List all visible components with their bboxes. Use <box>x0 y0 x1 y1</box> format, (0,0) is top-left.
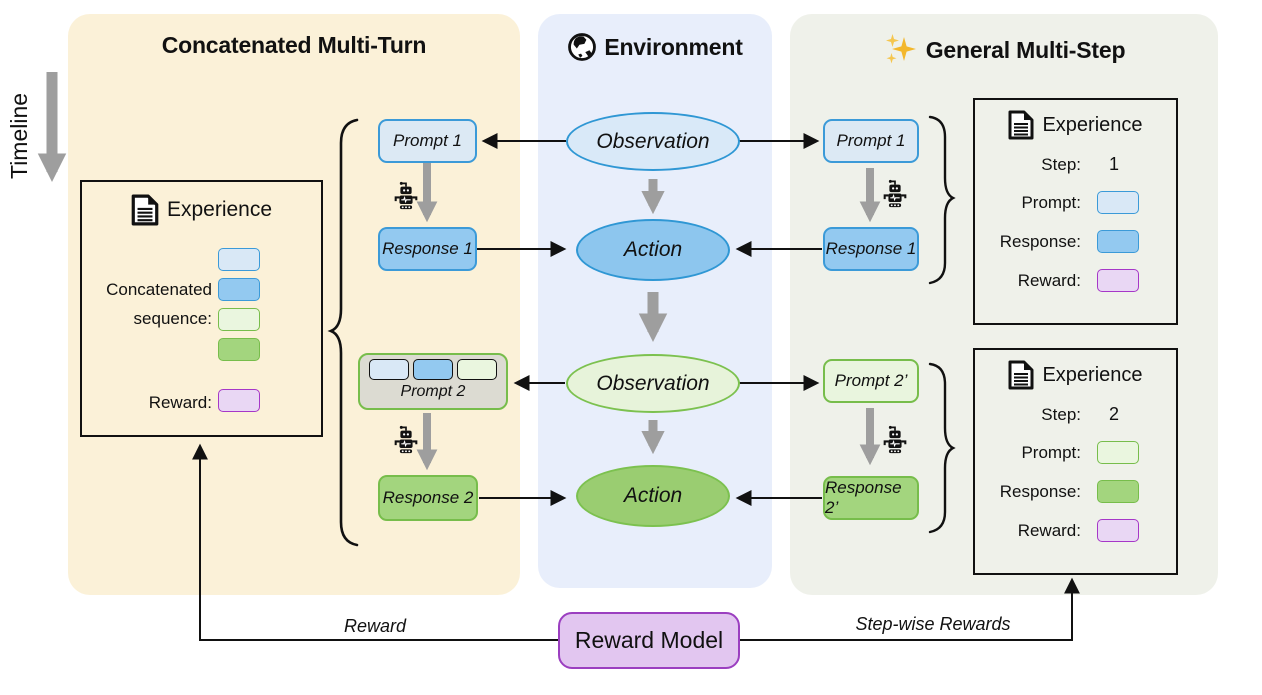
step-response-2-box: Response 2’ <box>823 476 919 520</box>
observation-2-oval: Observation <box>566 354 740 413</box>
swatch-observation2-token <box>457 359 497 380</box>
response-label: Response: <box>999 231 1081 251</box>
step2-experience-box: Experience Step: 2 Prompt: Response: Rew… <box>973 348 1178 575</box>
step-prompt-2-box: Prompt 2’ <box>823 359 919 403</box>
concat-response-1-label: Response 1 <box>382 239 473 258</box>
observation-1-label: Observation <box>596 129 710 153</box>
step-value: 2 <box>1109 404 1120 424</box>
stepwise-rewards-flow-label: Step-wise Rewards <box>855 614 1011 634</box>
swatch-reward-color <box>1097 519 1139 542</box>
reward-label: Reward: <box>1017 270 1081 290</box>
concatenated-sequence-swatches <box>218 248 260 361</box>
concat-experience-box: Experience Concatenated sequence: Reward… <box>80 180 323 437</box>
reward-model-box: Reward Model <box>558 612 740 669</box>
document-icon <box>1008 360 1034 390</box>
reward-label: Reward: <box>1017 520 1081 540</box>
robot-icon <box>391 180 421 212</box>
swatch-reward-color <box>218 389 260 412</box>
document-icon <box>131 194 159 226</box>
step-label: Step: <box>1041 154 1081 174</box>
step1-experience-box: Experience Step: 1 Prompt: Response: Rew… <box>973 98 1178 325</box>
swatch-prompt1-token <box>369 359 409 380</box>
reward-model-label: Reward Model <box>574 627 724 653</box>
concat-response-2-label: Response 2 <box>382 488 474 507</box>
concat-prompt-2-box: Prompt 2 <box>358 353 508 410</box>
panel-title-concatenated: Concatenated Multi-Turn <box>161 32 427 58</box>
swatch-response-color <box>1097 480 1139 503</box>
swatch-response1-color <box>218 278 260 301</box>
document-icon <box>1008 110 1034 140</box>
concat-experience-title-text: Experience <box>166 198 273 221</box>
action-2-oval: Action <box>576 465 730 527</box>
observation-1-oval: Observation <box>566 112 740 171</box>
concat-experience-title: Experience <box>82 182 321 226</box>
step1-experience-rows: Step: 1 Prompt: Response: Reward: <box>975 140 1176 292</box>
timeline-label: Timeline <box>6 92 32 180</box>
panel-title-environment: Environment <box>538 32 772 62</box>
swatch-response2-color <box>218 338 260 361</box>
robot-icon <box>880 178 910 210</box>
concat-prompt-2-label: Prompt 2 <box>400 383 466 400</box>
swatch-prompt-color <box>1097 441 1139 464</box>
action-1-oval: Action <box>576 219 730 281</box>
swatch-response1-token <box>413 359 453 380</box>
step-label: Step: <box>1041 404 1081 424</box>
swatch-prompt1-color <box>218 248 260 271</box>
concat-prompt-2-sequence <box>369 359 497 380</box>
robot-icon <box>391 424 421 456</box>
swatch-response-color <box>1097 230 1139 253</box>
step2-experience-title-text: Experience <box>1042 363 1143 386</box>
swatch-prompt-color <box>1097 191 1139 214</box>
step2-experience-title: Experience <box>975 350 1176 390</box>
globe-icon <box>567 32 597 62</box>
swatch-prompt2-color <box>218 308 260 331</box>
step-response-1-box: Response 1 <box>823 227 919 271</box>
step-prompt-2-label: Prompt 2’ <box>834 371 908 390</box>
step1-experience-title-text: Experience <box>1042 113 1143 136</box>
step1-experience-title: Experience <box>975 100 1176 140</box>
reward-flow-label: Reward <box>343 616 407 636</box>
concatenated-sequence-label: Concatenated sequence: <box>106 280 212 328</box>
concat-prompt-1-label: Prompt 1 <box>393 131 462 150</box>
environment-title-text: Environment <box>604 33 743 60</box>
concat-reward-label: Reward: <box>148 393 212 412</box>
concat-prompt-1-box: Prompt 1 <box>378 119 477 163</box>
step-response-2-label: Response 2’ <box>825 478 902 517</box>
action-2-label: Action <box>623 484 683 507</box>
step-value: 1 <box>1109 154 1120 174</box>
general-multi-step-title-text: General Multi-Step <box>925 36 1126 63</box>
observation-2-label: Observation <box>596 371 710 395</box>
robot-icon <box>880 424 910 456</box>
prompt-label: Prompt: <box>1021 192 1081 212</box>
concat-response-1-box: Response 1 <box>378 227 477 271</box>
panel-title-general-multi-step: General Multi-Step <box>790 32 1218 68</box>
step-prompt-1-label: Prompt 1 <box>836 131 906 150</box>
concat-response-2-box: Response 2 <box>378 475 478 521</box>
prompt-label: Prompt: <box>1021 442 1081 462</box>
step-prompt-1-box: Prompt 1 <box>823 119 919 163</box>
step-response-1-label: Response 1 <box>825 239 917 258</box>
swatch-reward-color <box>1097 269 1139 292</box>
action-1-label: Action <box>623 238 683 261</box>
sparkles-icon <box>883 32 919 68</box>
response-label: Response: <box>999 481 1081 501</box>
step2-experience-rows: Step: 2 Prompt: Response: Reward: <box>975 390 1176 542</box>
